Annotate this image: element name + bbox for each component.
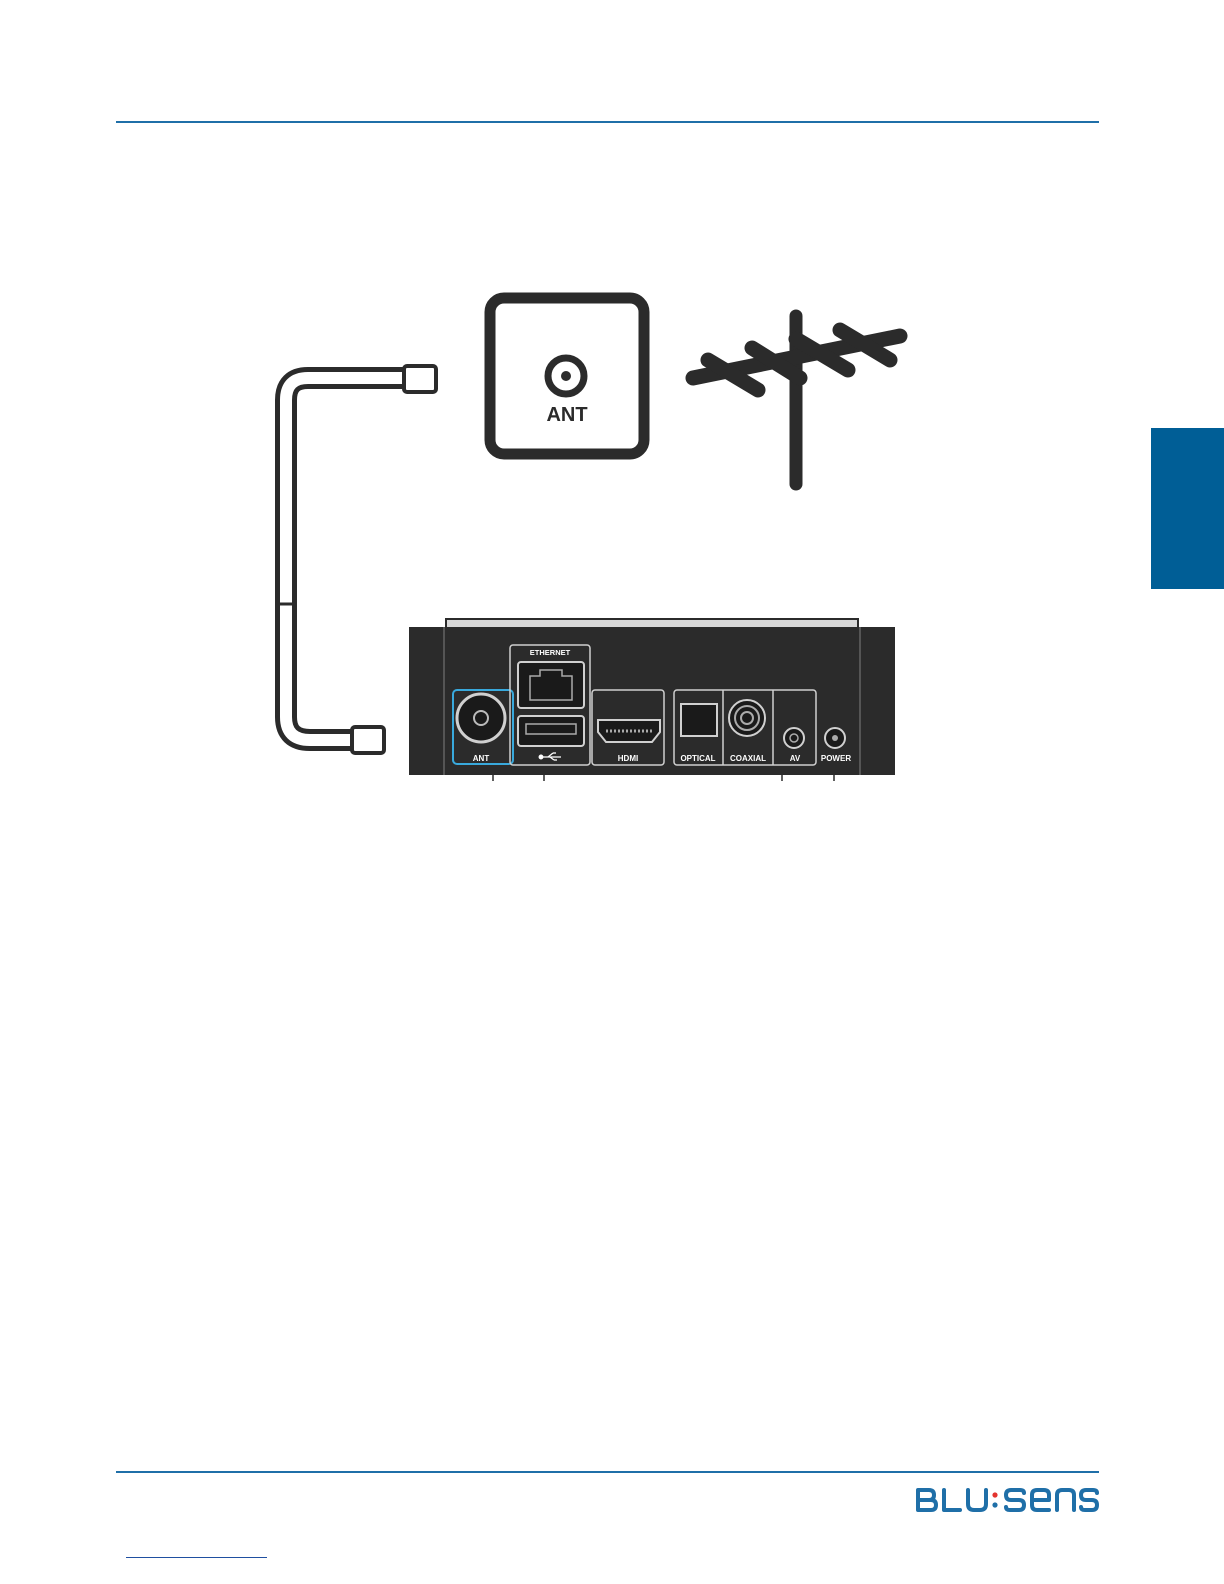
wall-socket-label: ANT xyxy=(546,404,587,426)
wall-antenna-socket: ANT xyxy=(490,298,644,454)
footer-link-underline xyxy=(126,1557,267,1558)
hdmi-port-label: HDMI xyxy=(618,754,638,763)
ant-port-label: ANT xyxy=(473,754,490,763)
ethernet-port-label: ETHERNET xyxy=(530,648,571,657)
tv-antenna-icon xyxy=(693,316,900,484)
receiver-rear-panel: ANT ETHERNET HDMI OPTICAL COAXIAL xyxy=(409,619,895,781)
coaxial-port-label: COAXIAL xyxy=(730,754,766,763)
optical-port-label: OPTICAL xyxy=(680,754,715,763)
footer-rule xyxy=(116,1471,1099,1473)
av-port-label: AV xyxy=(790,754,801,763)
power-port-label: POWER xyxy=(821,754,851,763)
blusens-logo xyxy=(914,1484,1099,1514)
